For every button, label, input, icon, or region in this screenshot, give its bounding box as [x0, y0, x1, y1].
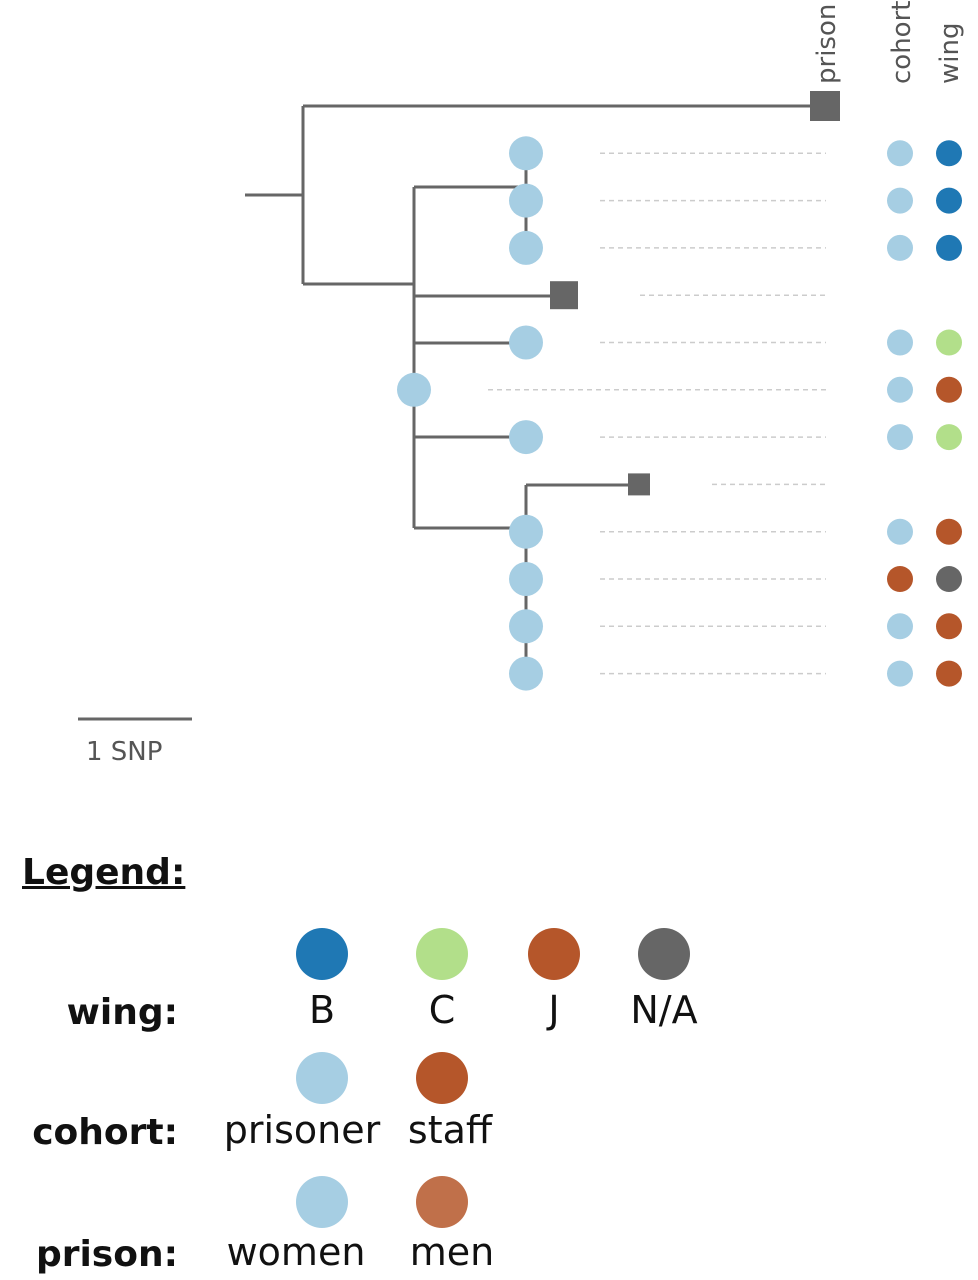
legend-wing-c-label: C — [428, 988, 456, 1032]
tip-cohort-dot-5 — [887, 329, 913, 356]
column-header-cohort: cohort — [887, 1, 917, 84]
legend-prison-women-label: women — [226, 1230, 366, 1274]
legend-wing-c-swatch — [416, 928, 468, 980]
tip-wing-dot-6 — [936, 376, 962, 403]
tip-marker-9 — [509, 514, 543, 549]
legend-wing-b-swatch — [296, 928, 348, 980]
tip-marker-11 — [509, 609, 543, 644]
tip-cohort-dot-9 — [887, 518, 913, 545]
legend-wing-b-label: B — [308, 988, 336, 1032]
tip-marker-4 — [550, 281, 578, 310]
legend-prison-men-swatch — [416, 1176, 468, 1228]
tip-markers — [397, 91, 840, 691]
tip-wing-dot-12 — [936, 660, 962, 687]
tip-marker-2 — [509, 183, 543, 218]
tip-marker-1 — [509, 136, 543, 171]
tip-wing-dot-1 — [936, 140, 962, 167]
legend-cohort-prisoner-swatch — [296, 1052, 348, 1104]
tip-wing-dot-3 — [936, 234, 962, 261]
tip-wing-dot-11 — [936, 613, 962, 640]
tip-marker-8 — [628, 473, 650, 496]
phylogenetic-tree: prison cohort wing 1 SNP — [78, 1, 965, 767]
scale-bar-label: 1 SNP — [86, 737, 162, 767]
legend-prison-women-swatch — [296, 1176, 348, 1228]
tip-cohort-dot-6 — [887, 376, 913, 403]
column-header-wing: wing — [935, 23, 965, 84]
tip-marker-5 — [509, 325, 543, 360]
tip-cohort-dot-12 — [887, 660, 913, 687]
legend-wing-j-label: J — [548, 988, 560, 1032]
tip-wing-dot-9 — [936, 518, 962, 545]
tip-cohort-dot-3 — [887, 234, 913, 261]
tip-marker-10 — [509, 562, 543, 596]
column-header-prison: prison — [812, 4, 842, 84]
tip-annotations — [887, 140, 962, 687]
tip-cohort-dot-1 — [887, 140, 913, 167]
tip-wing-dot-7 — [936, 424, 962, 451]
tip-cohort-dot-7 — [887, 424, 913, 451]
legend-wing-na-label: N/A — [630, 988, 698, 1032]
tip-cohort-dot-2 — [887, 187, 913, 214]
legend-wing-na-swatch — [638, 928, 690, 980]
legend-cohort-label: cohort: — [32, 1112, 178, 1153]
tip-wing-dot-10 — [936, 566, 962, 592]
legend-cohort-prisoner-label: prisoner — [223, 1108, 381, 1152]
legend-wing-label: wing: — [66, 992, 178, 1033]
tip-dotted-guides — [488, 152, 826, 675]
legend-cohort-staff-label: staff — [407, 1108, 493, 1152]
tip-marker-3 — [509, 230, 543, 265]
legend-prison-label: prison: — [35, 1234, 178, 1275]
tip-wing-dot-5 — [936, 329, 962, 356]
tip-wing-dot-2 — [936, 187, 962, 214]
legend-title: Legend: — [22, 852, 186, 893]
tip-marker-12 — [509, 656, 543, 691]
tip-marker-6 — [397, 372, 431, 407]
tip-cohort-dot-11 — [887, 613, 913, 640]
legend-wing-j-swatch — [528, 928, 580, 980]
legend-cohort-staff-swatch — [416, 1052, 468, 1104]
tip-cohort-dot-10 — [887, 566, 913, 592]
tip-marker-0 — [810, 91, 840, 121]
legend-prison-men-label: men — [409, 1230, 495, 1274]
tip-marker-7 — [509, 420, 543, 455]
